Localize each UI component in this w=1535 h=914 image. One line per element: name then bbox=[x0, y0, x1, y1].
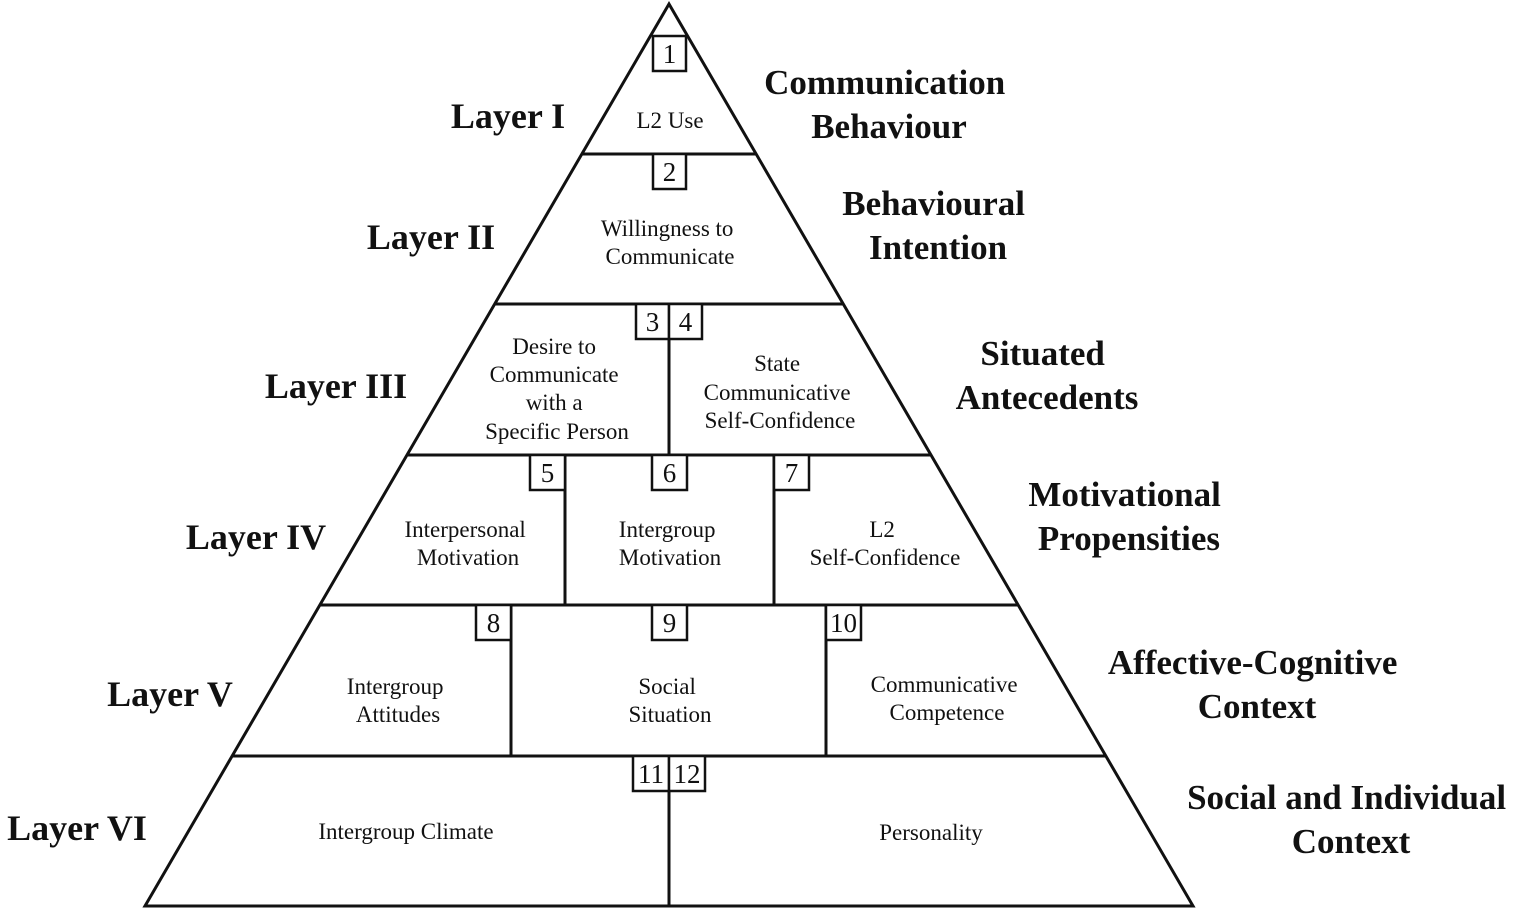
box-7-text: L2 Self-Confidence bbox=[810, 517, 961, 570]
layer-label-3: Layer III bbox=[265, 366, 407, 406]
layer-label-4: Layer IV bbox=[186, 517, 326, 557]
number-label-5: 5 bbox=[541, 458, 555, 488]
number-box-5: 5 bbox=[528, 453, 567, 492]
box-8-text: Intergroup Attitudes bbox=[347, 674, 449, 727]
number-label-4: 4 bbox=[679, 307, 693, 337]
layer-labels: Layer I Layer II Layer III Layer IV Laye… bbox=[7, 96, 565, 848]
number-label-12: 12 bbox=[674, 759, 701, 789]
number-label-9: 9 bbox=[663, 608, 677, 638]
number-label-6: 6 bbox=[663, 458, 677, 488]
number-boxes: 1 2 3 4 5 6 7 8 bbox=[474, 34, 863, 793]
number-label-7: 7 bbox=[785, 458, 799, 488]
number-box-8: 8 bbox=[474, 603, 513, 642]
number-label-2: 2 bbox=[663, 157, 677, 187]
layer-label-2: Layer II bbox=[367, 217, 495, 257]
layer-caption-6: Social and Individual Context bbox=[1187, 778, 1515, 861]
number-box-11: 11 bbox=[631, 754, 671, 793]
number-label-3: 3 bbox=[646, 307, 660, 337]
number-box-12: 12 bbox=[667, 754, 707, 793]
layer-caption-2: Behavioural Intention bbox=[842, 184, 1034, 267]
number-box-9: 9 bbox=[650, 603, 689, 642]
number-box-2: 2 bbox=[651, 152, 688, 191]
number-box-7: 7 bbox=[772, 453, 811, 492]
layer-caption-1: Communication Behaviour bbox=[764, 63, 1014, 146]
box-texts: L2 Use Willingness to Communicate Desire… bbox=[318, 108, 1024, 845]
number-box-10: 10 bbox=[824, 603, 863, 642]
number-box-6: 6 bbox=[650, 453, 689, 492]
box-5-text: Interpersonal Motivation bbox=[404, 517, 531, 570]
number-label-8: 8 bbox=[487, 608, 501, 638]
layer-caption-4: Motivational Propensities bbox=[1028, 475, 1229, 558]
box-12-text: Personality bbox=[879, 820, 983, 845]
layer-label-6: Layer VI bbox=[7, 808, 147, 848]
box-2-text: Willingness to Communicate bbox=[601, 216, 739, 269]
layer-caption-3: Situated Antecedents bbox=[956, 334, 1139, 417]
number-label-11: 11 bbox=[638, 759, 664, 789]
number-label-1: 1 bbox=[663, 39, 677, 69]
layer-label-5: Layer V bbox=[107, 674, 233, 714]
box-11-text: Intergroup Climate bbox=[318, 819, 493, 844]
box-6-text: Intergroup Motivation bbox=[619, 517, 722, 570]
layer-caption-5: Affective-Cognitive Context bbox=[1108, 643, 1406, 726]
box-3-text: Desire to Communicate with a Specific Pe… bbox=[485, 334, 629, 444]
box-9-text: Social Situation bbox=[628, 674, 712, 727]
layer-label-1: Layer I bbox=[451, 96, 565, 136]
number-box-4: 4 bbox=[667, 302, 704, 341]
number-box-1: 1 bbox=[651, 34, 688, 73]
number-box-3: 3 bbox=[634, 302, 671, 341]
number-label-10: 10 bbox=[830, 608, 857, 638]
layer-captions: Communication Behaviour Behavioural Inte… bbox=[764, 63, 1515, 861]
box-1-text: L2 Use bbox=[636, 108, 703, 133]
box-10-text: Communicative Competence bbox=[871, 672, 1024, 725]
box-4-text: State Communicative Self-Confidence bbox=[704, 351, 857, 433]
